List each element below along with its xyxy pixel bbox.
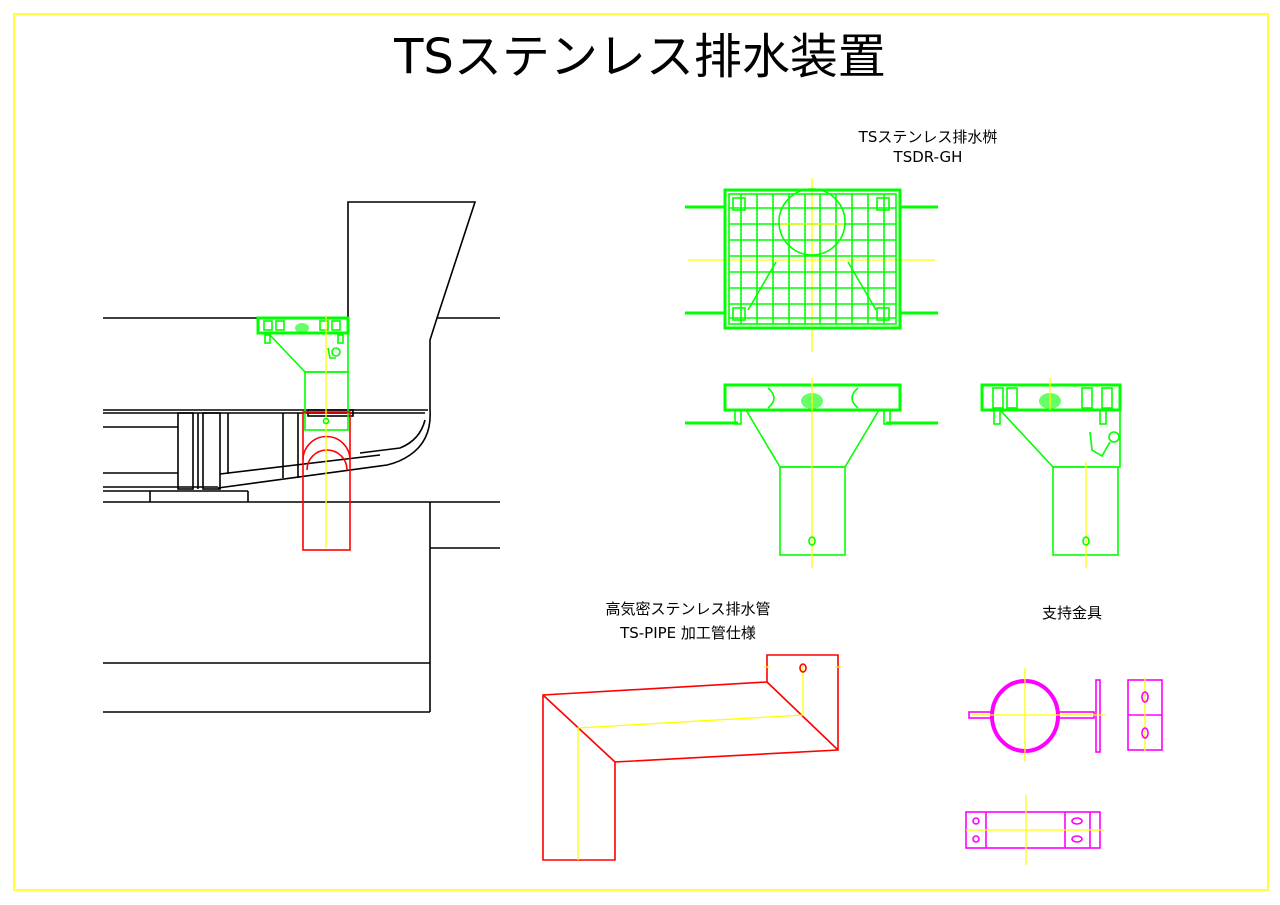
basin-name-label: TSステンレス排水桝 (858, 128, 998, 146)
bracket-views (965, 668, 1163, 865)
structure-section (103, 201, 500, 713)
basin-front-view (685, 378, 938, 568)
pipe-isometric (542, 654, 841, 861)
drawing-title: TSステンレス排水装置 (393, 29, 886, 85)
basin-plan-view (685, 178, 938, 352)
pipe-name-label: 高気密ステンレス排水管 (605, 600, 770, 618)
pipe-spec-label: TS-PIPE 加工管仕様 (619, 624, 756, 642)
drawing-border (13, 13, 1269, 891)
basin-model-label: TSDR-GH (893, 148, 963, 166)
bracket-name-label: 支持金具 (1042, 604, 1102, 622)
drain-pipe-installed (302, 315, 351, 551)
basin-side-view (980, 378, 1122, 568)
